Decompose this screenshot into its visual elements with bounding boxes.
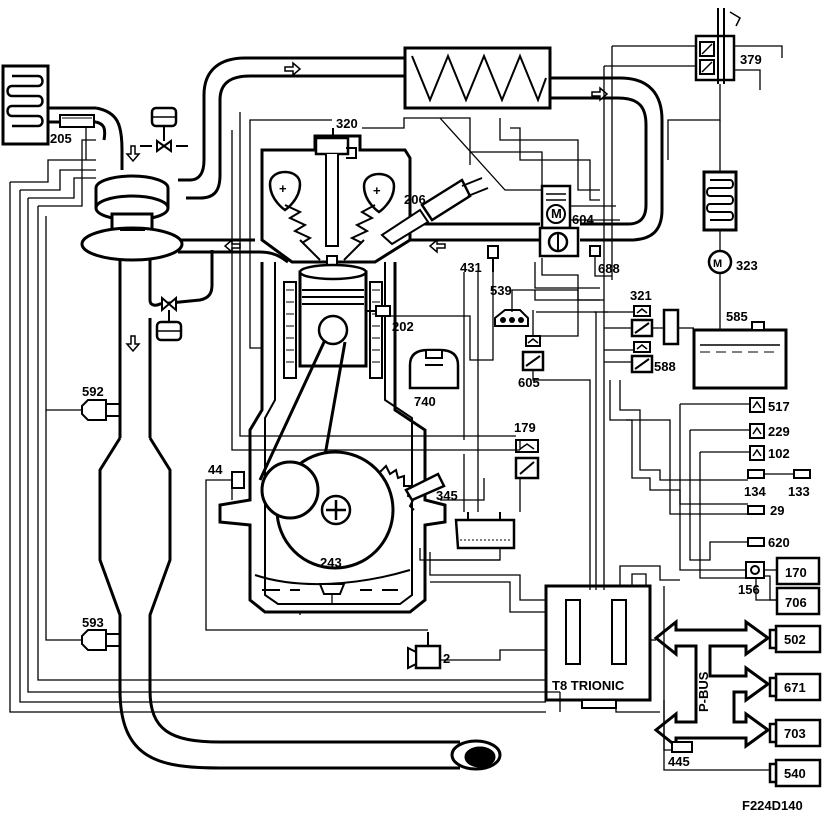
oil-sensor-243 xyxy=(318,583,346,595)
intercooler xyxy=(403,46,552,110)
label-345: 345 xyxy=(436,488,458,503)
label-202: 202 xyxy=(392,319,414,334)
coolant-pump-323: M xyxy=(707,249,733,275)
sensor-688 xyxy=(589,245,601,257)
label-592: 592 xyxy=(82,384,104,399)
coolant-temp-sensor-202 xyxy=(366,305,391,317)
pressure-sensor-539 xyxy=(494,309,529,327)
label-321: 321 xyxy=(630,288,652,303)
ecu-label: T8 TRIONIC xyxy=(552,678,625,693)
label-170: 170 xyxy=(785,565,807,580)
filter-cartridge xyxy=(662,308,680,346)
engine-block: + + xyxy=(218,134,447,614)
bus-label: P-BUS xyxy=(696,671,711,712)
crank-sensor-44 xyxy=(231,471,245,489)
component-740 xyxy=(408,348,460,390)
throttle-body-604: M xyxy=(538,184,580,258)
label-379: 379 xyxy=(740,52,762,67)
label-229: 229 xyxy=(768,424,790,439)
air-filter xyxy=(1,64,96,146)
label-593: 593 xyxy=(82,615,104,630)
relay-379 xyxy=(694,8,741,84)
p-bus xyxy=(653,618,771,750)
label-133: 133 xyxy=(788,484,810,499)
label-29: 29 xyxy=(770,503,784,518)
label-585: 585 xyxy=(726,309,748,324)
label-588: 588 xyxy=(654,359,676,374)
label-431: 431 xyxy=(460,260,482,275)
label-706: 706 xyxy=(785,595,807,610)
valve-588 xyxy=(630,341,654,374)
label-179: 179 xyxy=(514,420,536,435)
label-703: 703 xyxy=(784,726,806,741)
bus-modules xyxy=(671,624,822,788)
svg-text:M: M xyxy=(713,258,722,270)
solenoid-605 xyxy=(521,335,545,372)
right-connectors xyxy=(745,397,821,616)
figure-code: F224D140 xyxy=(742,798,803,813)
label-320: 320 xyxy=(336,116,358,131)
exhaust-system xyxy=(98,437,502,771)
label-206: 206 xyxy=(404,192,426,207)
bypass-valve xyxy=(140,106,188,153)
valve-321 xyxy=(630,305,654,338)
label-134: 134 xyxy=(744,484,766,499)
component-2 xyxy=(407,632,442,670)
label-740: 740 xyxy=(414,394,436,409)
label-205: 205 xyxy=(50,131,72,146)
label-671: 671 xyxy=(784,680,806,695)
svg-text:+: + xyxy=(279,181,287,196)
label-604: 604 xyxy=(572,212,594,227)
labels: 320 205 379 206 604 431 688 323 539 321 … xyxy=(50,52,810,813)
turbocharger xyxy=(80,174,184,262)
sensor-431 xyxy=(487,245,499,272)
label-445: 445 xyxy=(668,754,690,769)
radiator xyxy=(702,170,738,232)
evap-canister xyxy=(454,512,516,550)
wastegate-actuator xyxy=(155,295,183,342)
svg-text:+: + xyxy=(373,183,381,198)
label-540: 540 xyxy=(784,766,806,781)
label-502: 502 xyxy=(784,632,806,647)
fuel-injector-206 xyxy=(380,177,489,246)
label-2: 2 xyxy=(443,651,450,666)
label-156: 156 xyxy=(738,582,760,597)
lambda-sensor-593 xyxy=(81,629,121,651)
svg-text:M: M xyxy=(551,206,562,221)
label-605: 605 xyxy=(518,375,540,390)
intake-ducting xyxy=(95,56,664,438)
wiring xyxy=(9,45,794,771)
label-620: 620 xyxy=(768,535,790,550)
expansion-tank-585 xyxy=(692,321,788,390)
label-243: 243 xyxy=(320,555,342,570)
ecu-t8-trionic xyxy=(544,584,652,709)
label-44: 44 xyxy=(208,462,223,477)
knock-sensor-345 xyxy=(404,472,446,502)
air-mass-meter-205 xyxy=(59,114,95,128)
lambda-sensor-592 xyxy=(81,399,121,421)
solenoid-179 xyxy=(514,439,540,480)
label-517: 517 xyxy=(768,399,790,414)
label-323: 323 xyxy=(736,258,758,273)
label-539: 539 xyxy=(490,283,512,298)
label-102: 102 xyxy=(768,446,790,461)
label-688: 688 xyxy=(598,261,620,276)
